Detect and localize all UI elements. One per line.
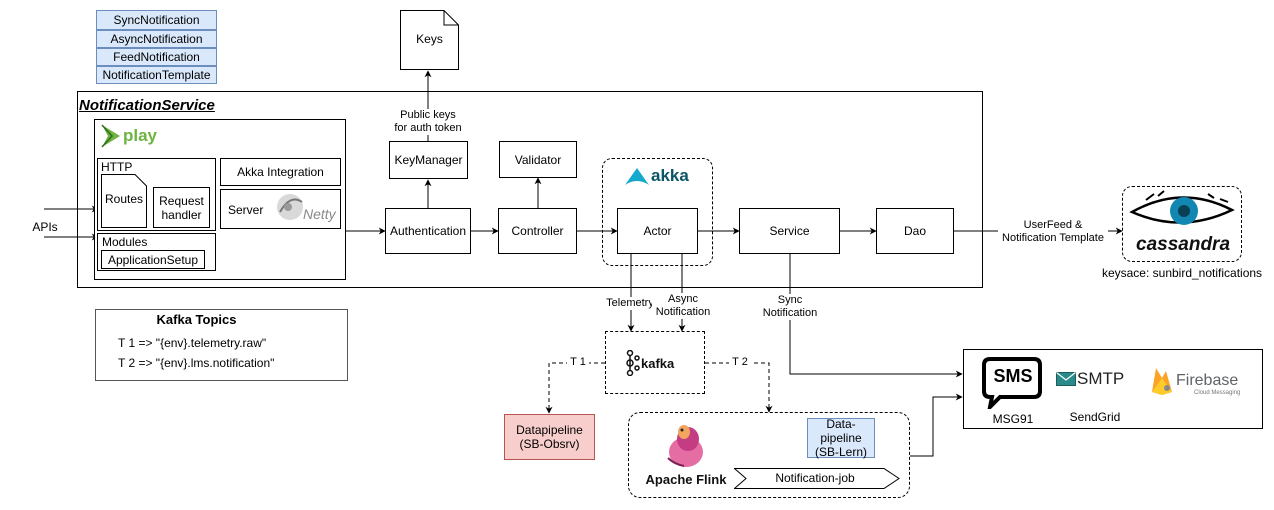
dao-box: Dao — [876, 208, 954, 254]
apache-flink-label: Apache Flink — [645, 472, 727, 487]
firebase-sub-text: Cloud Messaging — [1194, 390, 1241, 396]
akka-logo-text: akka — [651, 166, 689, 185]
apache-flink-squirrel-icon — [667, 425, 703, 467]
keyspace-label: keysace: sunbird_notifications — [1101, 266, 1263, 280]
modules-label: Modules — [102, 235, 148, 249]
kafka-topics-box — [95, 309, 348, 381]
request-handler-box: Request handler — [153, 187, 210, 228]
model-feed-notification: FeedNotification — [96, 48, 217, 66]
smtp-logo-text: SMTP — [1077, 369, 1125, 388]
cassandra-logo-text: cassandra — [1136, 234, 1231, 255]
http-container — [97, 158, 216, 231]
model-async-notification: AsyncNotification — [96, 30, 217, 48]
telemetry-label: Telemetry — [602, 297, 658, 310]
modules-container — [97, 233, 216, 271]
datapipeline-obsrv-box: Datapipeline (SB-Obsrv) — [504, 414, 595, 460]
actor-box: Actor — [617, 208, 698, 254]
validator-box: Validator — [499, 141, 577, 178]
routes-document-icon — [101, 174, 147, 228]
kafka-logo-text: kafka — [641, 355, 675, 371]
cassandra-container — [1122, 186, 1242, 262]
kafka-mark-icon — [626, 350, 640, 376]
routes-label: Routes — [104, 192, 144, 206]
model-sync-notification: SyncNotification — [96, 10, 217, 30]
http-label: HTTP — [101, 160, 133, 174]
akka-mark-icon — [625, 168, 649, 185]
datapipeline-lern-box: Data-pipeline (SB-Lern) — [807, 417, 875, 459]
firebase-flame-icon — [1152, 368, 1172, 395]
akka-integration-box: Akka Integration — [220, 158, 341, 186]
firebase-logo-text: Firebase — [1176, 372, 1239, 389]
notification-service-title: NotificationService — [79, 97, 215, 114]
kafka-topic-t1: T 1 => "{env}.telemetry.raw" — [118, 336, 267, 350]
kafka-logo: kafka — [624, 350, 674, 376]
msg91-label: MSG91 — [992, 412, 1034, 426]
t1-label: T 1 — [567, 356, 589, 369]
authentication-box: Authentication — [385, 208, 471, 254]
netty-logo-icon — [277, 194, 303, 220]
kafka-topics-title: Kafka Topics — [156, 312, 237, 327]
notification-service-container — [77, 91, 983, 288]
smtp-envelope-icon — [1056, 372, 1076, 386]
userfeed-template-label: UserFeed & Notification Template — [998, 219, 1108, 245]
kafka-to-obsrv-t1 — [545, 362, 605, 414]
sync-notification-label: Sync Notification — [759, 294, 821, 320]
async-notification-label: Async Notification — [652, 293, 714, 319]
kafka-container — [605, 331, 705, 394]
sendgrid-label: SendGrid — [1069, 410, 1121, 424]
kafka-topic-t2: T 2 => "{env}.lms.notification" — [118, 356, 275, 370]
play-logo-text: play — [123, 126, 158, 145]
server-box — [220, 189, 341, 229]
cassandra-eye-icon — [1129, 190, 1235, 225]
service-box: Service — [739, 208, 840, 254]
server-label: Server — [228, 203, 264, 217]
keymanager-box: KeyManager — [389, 141, 468, 179]
sms-logo-text: SMS — [993, 366, 1033, 386]
apis-label: APIs — [30, 221, 60, 234]
controller-box: Controller — [498, 208, 577, 254]
akka-logo: akka — [624, 165, 689, 187]
providers-container — [963, 349, 1263, 429]
public-keys-label: Public keys for auth token — [380, 109, 476, 135]
model-notification-template: NotificationTemplate — [96, 66, 217, 84]
sms-bubble-icon — [982, 357, 1042, 409]
play-logo: play — [100, 123, 157, 149]
akka-container — [602, 158, 713, 266]
notification-job-arrow-shape — [734, 468, 900, 489]
application-setup-box: ApplicationSetup — [101, 250, 205, 269]
keys-document-icon — [400, 10, 459, 70]
kafka-to-flink-t2 — [705, 362, 773, 413]
notification-job-label: Notification-job — [775, 471, 855, 485]
play-chevron-icon — [101, 124, 120, 148]
t2-label: T 2 — [729, 356, 751, 369]
keys-label: Keys — [416, 32, 443, 46]
flink-to-providers — [910, 393, 963, 457]
flink-container — [628, 412, 910, 498]
netty-logo-text: Netty — [303, 206, 336, 222]
